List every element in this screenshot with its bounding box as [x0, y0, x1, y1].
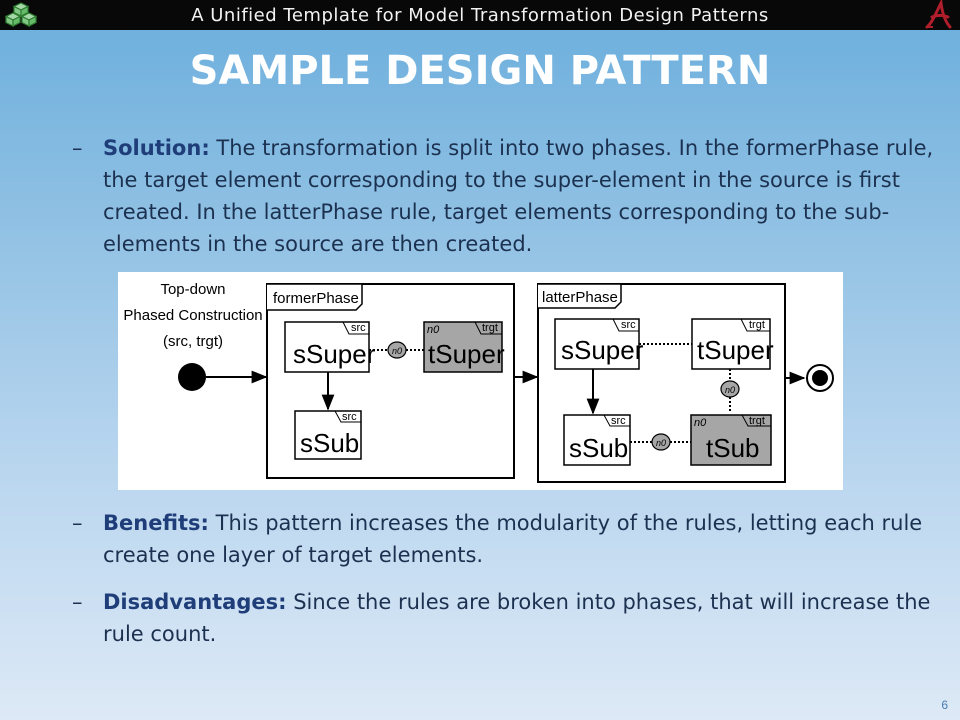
latter-phase-rule: latterPhase src sSuper trgt tSuper n0	[537, 283, 786, 483]
bullet-text: Benefits: This pattern increases the mod…	[103, 507, 940, 571]
latter-ssub-name: sSub	[569, 433, 628, 463]
script-a-logo-icon	[925, 0, 952, 29]
bullet-heading: Benefits:	[103, 511, 209, 535]
latter-phase-label: latterPhase	[542, 289, 618, 306]
former-ssub-node: src sSub	[294, 410, 362, 460]
latter-vertical-link-label: n0	[725, 385, 735, 395]
latter-tsub-tag: trgt	[749, 415, 765, 427]
start-label-line-2: Phased Construction	[123, 307, 262, 324]
former-tsuper-name: tSuper	[428, 339, 505, 369]
slide-title: SAMPLE DESIGN PATTERN	[189, 48, 771, 94]
title-bar: A Unified Template for Model Transformat…	[0, 0, 960, 30]
bullet-dash: –	[72, 511, 83, 535]
latter-tsuper-name: tSuper	[697, 335, 774, 365]
bullet-heading: Solution:	[103, 136, 210, 160]
bullet-disadvantages: – Disadvantages: Since the rules are bro…	[72, 586, 940, 650]
former-ssuper-name: sSuper	[293, 339, 376, 369]
latter-tsub-var: n0	[694, 417, 707, 429]
former-ssub-name: sSub	[300, 428, 359, 458]
bullet-text: Disadvantages: Since the rules are broke…	[103, 586, 940, 650]
initial-node	[178, 363, 206, 391]
former-tsuper-tag: trgt	[482, 322, 498, 334]
bullet-body: The transformation is split into two pha…	[103, 136, 934, 256]
former-tsuper-node: n0 trgt tSuper	[423, 321, 505, 373]
cubes-logo-icon	[4, 2, 38, 27]
latter-ssuper-name: sSuper	[561, 335, 644, 365]
latter-tsub-name: tSub	[706, 433, 760, 463]
page-number: 6	[941, 698, 948, 712]
latter-ssub-node: src sSub	[563, 414, 631, 466]
former-ssuper-tag: src	[351, 322, 366, 334]
bullet-dash: –	[72, 590, 83, 614]
transformation-diagram: Top-down Phased Construction (src, trgt)…	[118, 272, 843, 490]
start-label-line-3: (src, trgt)	[163, 333, 223, 350]
bullet-heading: Disadvantages:	[103, 590, 287, 614]
latter-tsuper-tag: trgt	[749, 319, 765, 331]
latter-ssub-tag: src	[611, 415, 626, 427]
diagram-canvas: Top-down Phased Construction (src, trgt)…	[123, 281, 834, 483]
former-phase-label: formerPhase	[273, 290, 359, 307]
bullet-text: Solution: The transformation is split in…	[103, 132, 940, 260]
latter-tsuper-node: trgt tSuper	[691, 318, 774, 370]
final-node	[806, 364, 834, 392]
former-phase-rule: formerPhase src sSuper n0 n0 trgt tSuper	[266, 283, 515, 479]
bullet-solution: – Solution: The transformation is split …	[72, 132, 940, 260]
start-label-line-1: Top-down	[160, 281, 225, 298]
bullet-body: This pattern increases the modularity of…	[103, 511, 923, 567]
former-tsuper-var: n0	[427, 324, 440, 336]
start-label: Top-down Phased Construction (src, trgt)	[123, 281, 262, 350]
latter-bottom-link-label: n0	[656, 438, 666, 448]
former-link-label: n0	[392, 346, 402, 356]
bullet-benefits: – Benefits: This pattern increases the m…	[72, 507, 940, 571]
latter-tsub-node: n0 trgt tSub	[690, 414, 772, 466]
former-ssuper-node: src sSuper	[284, 321, 376, 373]
latter-ssuper-node: src sSuper	[554, 318, 644, 370]
former-ssub-tag: src	[342, 411, 357, 423]
bullet-dash: –	[72, 136, 83, 160]
latter-ssuper-tag: src	[621, 319, 636, 331]
presentation-title: A Unified Template for Model Transformat…	[191, 4, 769, 26]
bullet-body: Since the rules are broken into phases, …	[103, 590, 931, 646]
